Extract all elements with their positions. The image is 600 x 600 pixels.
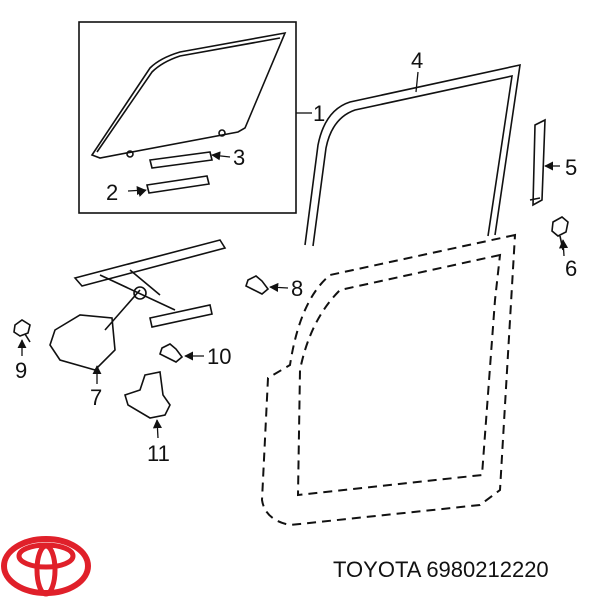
part-5-channel xyxy=(529,118,546,207)
callout-8: 8 xyxy=(291,276,303,301)
part-1-glass-assembly xyxy=(78,21,297,214)
part-9-bolt xyxy=(13,319,31,343)
callout-4: 4 xyxy=(411,48,423,73)
callout-6: 6 xyxy=(565,256,577,281)
callout-9: 9 xyxy=(15,358,27,383)
door-outline xyxy=(260,233,517,527)
part-6-bolt xyxy=(551,216,569,251)
callout-11: 11 xyxy=(147,441,170,466)
part-11-motor xyxy=(124,371,171,419)
callout-7: 7 xyxy=(90,385,102,410)
part-4-run-channel xyxy=(304,63,521,247)
part-7-window-regulator xyxy=(49,239,227,371)
callout-3: 3 xyxy=(233,145,245,170)
callout-1: 1 xyxy=(313,101,325,126)
callout-10: 10 xyxy=(207,344,231,369)
callout-2: 2 xyxy=(106,180,118,205)
part-8-bolt xyxy=(245,275,270,295)
part-10-bolt xyxy=(159,343,184,363)
callout-5: 5 xyxy=(565,155,577,180)
part-number-caption: TOYOTA 6980212220 xyxy=(333,557,549,582)
toyota-logo-icon xyxy=(1,536,91,597)
